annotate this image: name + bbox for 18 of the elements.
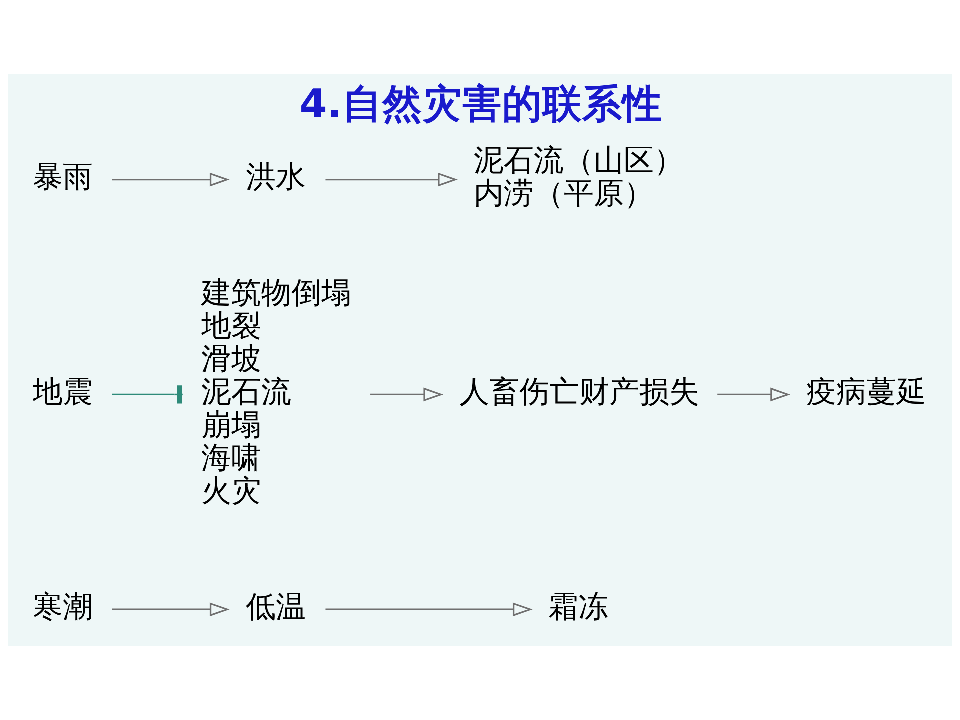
arrow <box>112 602 230 617</box>
connector <box>112 386 183 404</box>
diagram-title: 4.自然灾害的联系性 <box>300 81 662 128</box>
node-text: 疫病蔓延 <box>806 374 927 410</box>
arrow <box>326 172 458 187</box>
node-text: 建筑物倒塌 地裂 滑坡 泥石流 崩塌 海啸 火灾 <box>201 276 352 510</box>
node-text: 地震 <box>32 374 93 410</box>
arrow <box>718 388 790 402</box>
node-text: 人畜伤亡财产损失 <box>459 374 700 410</box>
node-text: 霜冻 <box>548 590 609 625</box>
node-text: 泥石流（山区） 内涝（平原） <box>474 144 684 212</box>
node-text: 暴雨 <box>32 160 93 196</box>
node-text: 洪水 <box>246 160 306 196</box>
arrow <box>326 602 533 617</box>
arrow <box>370 388 444 402</box>
arrow <box>112 172 230 187</box>
node-text: 低温 <box>246 590 306 625</box>
node-text: 寒潮 <box>32 590 93 625</box>
